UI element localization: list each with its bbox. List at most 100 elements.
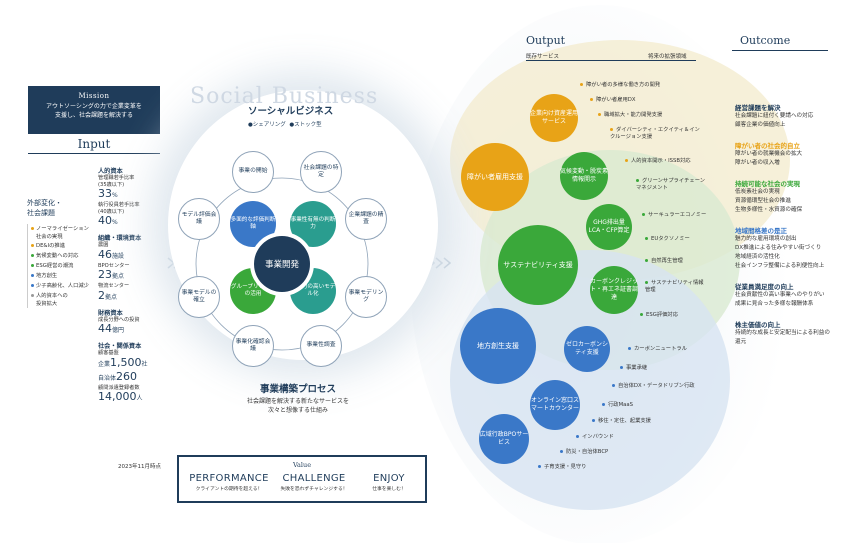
external-item: 少子高齢化、人口減少 [31,281,95,291]
value-box: Value PERFORMANCE クライアントの期待を超える！ CHALLEN… [177,455,427,503]
outcome-item: 社会インフラ整備による利便性向上 [735,263,825,269]
exec-value: 40% [98,214,118,227]
outcome-column: 経営課題を解決 社会課題に紐付く要請への対応 顧客企業の価値向上 障がい者の社会… [735,102,835,347]
outcome-item: 障がい者の就業機会の拡大 [735,151,803,157]
external-list: ノーマライゼーション 社会の実現 DE&Iの推進 気候変動への対応 ESG経営の… [27,224,95,308]
dot-icon [560,450,563,453]
outcome-item: 社会貢献性の高い事業へのやりがい [735,292,825,298]
outcome-item: 成果に見合った多様な報酬体系 [735,301,814,307]
registrants-value: 14,000人 [98,390,143,403]
social-business-tags: ●シェアリング ●ストック型 [248,122,322,128]
bubble-sustainability: サステナビリティ支援 [498,225,578,305]
dot-icon [645,281,648,284]
output-item: 職域拡大・能力開発支援 [598,112,662,119]
dot-icon [576,435,579,438]
gov-value: 自治体260 [98,369,138,383]
mission-desc-line2: 支援し、社会課題を解決する [54,112,133,119]
dot-icon [31,284,34,287]
outcome-head: 持続可能な社会の実現 [735,180,800,188]
bubble-corp-service: 企業向け資産運用サービス [530,94,578,142]
output-item: グリーンサプライチェーンマネジメント [636,178,706,191]
output-item: 防災・自治体BCP [560,449,608,456]
core-judgement: 事業性有無の判断力 [290,201,336,247]
dot-icon [31,294,34,297]
outcome-item: 持続的な成長と安定配当による利益の還元 [735,330,830,345]
growth-label: 成長分野への投資 [98,316,140,323]
outcome-divider [732,50,828,51]
outcome-item: 障がい者の収入増 [735,160,780,166]
value-performance: PERFORMANCE クライアントの期待を超える！ [189,473,269,492]
process-ring-circle [195,177,369,351]
output-item: サーキュラーエコノミー [642,212,706,219]
outcome-head: 株主価値の向上 [735,321,781,329]
corp-value: 企業1,500社 [98,355,148,369]
outcome-item: DX推進による住みやすい街づくり [735,245,822,251]
output-future-label: 将来の拡張領域 [648,54,687,60]
dot-icon [620,366,623,369]
process-title: 事業構築プロセス [259,384,336,395]
external-item: DE&Iの推進 [31,241,95,251]
external-item: ESG経営の潮流 [31,261,95,271]
dot-icon [598,113,601,116]
social-business-bg-title: Social Business [190,84,379,109]
human-capital-title: 人的資本 [98,168,123,175]
dot-icon [628,347,631,350]
dot-icon [612,384,615,387]
step-establish: 事業モデルの確立 [178,276,220,318]
step-modeling: 事業モデリング [345,276,387,318]
outcome-head: 障がい者の社会的自立 [735,142,800,150]
dot-icon [590,98,593,101]
dot-icon [610,128,613,131]
bubble-climate: 気候変動・脱炭素情報開示 [560,152,608,200]
dot-icon [31,254,34,257]
dot-icon [538,465,541,468]
mission-title: Mission [78,92,110,100]
dot-icon [31,264,34,267]
registrants-label: 顧問派遣登録者数 [98,384,140,391]
output-item: 自治体DX・データドリブン行政 [612,383,695,390]
outcome-head: 従業員満足度の向上 [735,283,794,291]
outcome-item: 魅力的な雇用環境の創出 [735,236,797,242]
client-label: 顧客基盤 [98,350,119,356]
mgr-value: 33% [98,187,118,200]
growth-value: 44億円 [98,322,125,335]
output-item: ダイバーシティ・エクイティ＆インクルージョン支援 [610,127,700,140]
financial-title: 財務資本 [98,309,123,317]
logistics-label: 物流センター [98,283,130,289]
bubble-disabled-support: 障がい者雇用支援 [461,143,529,211]
farm-label: 農園 [98,242,109,248]
external-item: 投資拡大 [36,301,58,307]
output-item: 自然再生管理 [645,258,683,265]
value-challenge: CHALLENGE 失敗を恐れずチャレンジする！ [280,473,348,492]
outcome-item: 地域経済の活性化 [735,254,780,260]
outcome-title: Outcome [740,34,791,47]
bubble-online: オンライン窓口スマートカウンター [530,380,580,430]
external-item: ノーマライゼーション [31,224,95,234]
output-item: EUタクソノミー [645,236,690,243]
output-item: 事業承継 [620,365,647,372]
dot-icon [645,259,648,262]
step-survey: 事業性調査 [300,325,342,367]
external-title: 外部変化・ 社会課題 [27,199,62,217]
output-item: 行政MaaS [602,402,633,409]
bubble-zerocarbon: ゼロカーボンシティ支援 [564,326,610,372]
output-item: 移住・定住、起業支援 [592,418,651,425]
output-item: 障がい者雇用DX [590,97,636,104]
output-existing-label: 既存サービス [526,54,560,60]
outcome-item: 社会課題に紐付く要請への対応 [735,113,814,119]
value-title: Value [292,461,312,469]
dot-icon [31,274,34,277]
bubble-regional: 地方創生支援 [460,308,536,384]
output-item: 子育支援・見守り [538,464,586,471]
output-item: カーボンニュートラル [628,346,687,353]
input-title: Input [28,137,160,154]
outcome-head: 地域間格差の是正 [735,227,787,235]
output-divider [526,60,696,61]
input-column: 人的資本 管理職若手比率 (35歳以下) 33% 執行役員若手比率 (40歳以下… [98,162,170,405]
output-title: Output [526,34,566,47]
output-item: ESG評価対応 [640,312,678,319]
dot-icon [31,244,34,247]
value-enjoy: ENJOY 仕事を楽しむ！ [372,473,406,492]
output-item: インバウンド [576,434,614,441]
output-item: 人的資本開示・ISSB対応 [625,158,691,165]
